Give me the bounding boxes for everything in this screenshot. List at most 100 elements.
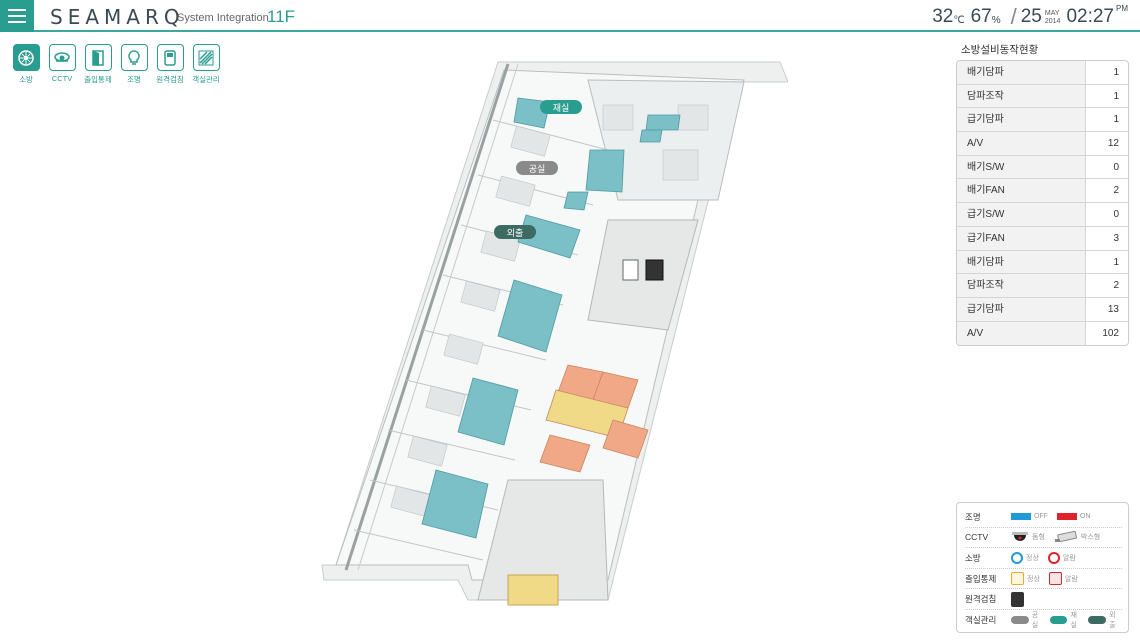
floor-plan-map[interactable]: 재실 공실 외출 — [318, 60, 788, 620]
menu-button[interactable] — [0, 0, 34, 32]
light-off-swatch — [1011, 513, 1031, 521]
room-icon — [198, 50, 214, 65]
date-year: 2014 — [1044, 18, 1061, 25]
bulb-icon — [128, 49, 140, 65]
sensor-name: 배기담파 — [957, 61, 1086, 84]
tool-cctv[interactable]: CCTV — [48, 44, 76, 85]
stair-area — [507, 574, 559, 606]
menu-icon — [8, 21, 26, 23]
sensor-value: 102 — [1102, 327, 1119, 339]
table-row: 배기담파 1 — [957, 61, 1128, 85]
legend-row-access: 출입통제 정상 알람 — [965, 569, 1122, 590]
room-status-vacant[interactable]: 공실 — [516, 161, 558, 175]
legend-text: ON — [1080, 513, 1091, 521]
sensor-name: A/V — [957, 321, 1086, 346]
legend-text: 정상 — [1027, 575, 1040, 583]
app-logo: SEAMARQ — [50, 5, 185, 29]
sensor-value: 1 — [1113, 256, 1119, 268]
fire-safety-icon — [18, 49, 34, 66]
meter-device-icon[interactable] — [645, 259, 664, 281]
door-icon — [92, 49, 104, 66]
sensor-name: 급기S/W — [957, 203, 1086, 226]
meter-device-icon[interactable] — [622, 259, 639, 281]
date-month-year: MAY 2014 — [1045, 10, 1061, 26]
camera-icon — [54, 51, 70, 62]
legend-label: 출입통제 — [965, 573, 997, 584]
sensor-value: 1 — [1113, 114, 1119, 126]
menu-icon — [8, 15, 26, 17]
legend-text: 외출 — [1109, 612, 1116, 630]
sensor-name: 담파조작 — [957, 84, 1086, 108]
legend-row-fire: 소방 정상 알람 — [965, 548, 1122, 569]
sensor-value: 2 — [1113, 185, 1119, 197]
category-toolbar: 소방 CCTV 출입통제 조명 — [12, 44, 220, 85]
legend-label: 객실관리 — [965, 615, 997, 626]
room-vacant-swatch — [1010, 616, 1029, 625]
sensor-name: 배기S/W — [957, 155, 1086, 179]
table-row: 급기S/W 0 — [957, 203, 1128, 227]
sensor-value: 0 — [1113, 161, 1119, 173]
legend-label: 조명 — [965, 511, 981, 522]
sensor-name: 급기FAN — [957, 226, 1086, 250]
tool-room-management[interactable]: 객실관리 — [192, 44, 220, 85]
tool-label: 출입통제 — [84, 75, 112, 84]
table-row: A/V 12 — [957, 132, 1128, 156]
legend-row-meter: 원격검침 — [965, 589, 1122, 610]
meter-icon — [164, 49, 176, 66]
table-row: 배기FAN 2 — [957, 179, 1128, 204]
temperature-value: 32 — [932, 6, 954, 27]
legend-text: 재실 — [1070, 612, 1077, 630]
tool-fire-safety[interactable]: 소방 — [12, 44, 40, 85]
date-day: 25 — [1020, 6, 1042, 27]
room-status-away[interactable]: 외출 — [494, 225, 536, 239]
legend-text: 알람 — [1062, 554, 1076, 562]
table-row: 담파조작 2 — [957, 274, 1128, 298]
floor-indicator[interactable]: 11F — [267, 7, 296, 26]
legend-text: OFF — [1034, 513, 1048, 521]
status-readout: 32 ℃ 67 % / 25 MAY 2014 02:27 PM — [932, 4, 1128, 28]
room-status-occupied[interactable]: 재실 — [540, 100, 582, 114]
table-row: 배기S/W 0 — [957, 155, 1128, 180]
divider: / — [1010, 4, 1017, 29]
tool-label: CCTV — [51, 74, 73, 83]
header-bar: SEAMARQ System Integration 11F 32 ℃ 67 %… — [0, 0, 1140, 32]
legend-text: 정상 — [1026, 554, 1039, 562]
legend-text: 박스형 — [1080, 534, 1101, 542]
tool-lighting[interactable]: 조명 — [120, 44, 148, 85]
sensor-value: 0 — [1113, 209, 1119, 221]
sensor-value: 1 — [1113, 90, 1119, 102]
tool-label: 소방 — [19, 75, 33, 84]
legend-text: 공실 — [1031, 612, 1039, 630]
legend-row-cctv: CCTV 돔형 박스형 — [965, 528, 1122, 549]
table-row: A/V 102 — [957, 321, 1128, 346]
app-subtitle: System Integration — [177, 12, 269, 24]
dome-camera-icon — [1012, 532, 1028, 542]
date-month: MAY — [1044, 10, 1060, 17]
legend-label: 소방 — [965, 552, 981, 563]
sensor-value: 1 — [1113, 67, 1119, 78]
legend-row-room: 객실관리 공실 재실 외출 — [965, 610, 1122, 631]
table-row: 담파조작 1 — [957, 84, 1128, 109]
tool-access-control[interactable]: 출입통제 — [84, 44, 112, 85]
room-occupied-swatch — [1049, 616, 1068, 625]
sensor-value: 2 — [1113, 280, 1119, 292]
clock-ampm: PM — [1116, 4, 1128, 13]
sensor-name: 담파조작 — [957, 274, 1086, 297]
legend-row-lighting: 조명 OFF ON — [965, 507, 1122, 528]
menu-icon — [8, 9, 26, 11]
sensor-name: A/V — [957, 132, 1086, 155]
access-alarm-icon — [1048, 572, 1062, 586]
room-label-away: 외출 — [507, 227, 524, 239]
tool-remote-meter[interactable]: 원격검침 — [156, 44, 184, 85]
legend-label: 원격검침 — [965, 594, 997, 605]
fire-normal-icon — [1011, 551, 1023, 564]
sensor-value: 12 — [1107, 138, 1119, 150]
humidity-value: 67 — [970, 6, 992, 27]
room-label-occupied: 재실 — [553, 103, 570, 114]
humidity-unit: % — [991, 15, 1001, 26]
clock-time: 02:27 — [1066, 6, 1114, 27]
sensor-name: 배기FAN — [957, 179, 1086, 203]
